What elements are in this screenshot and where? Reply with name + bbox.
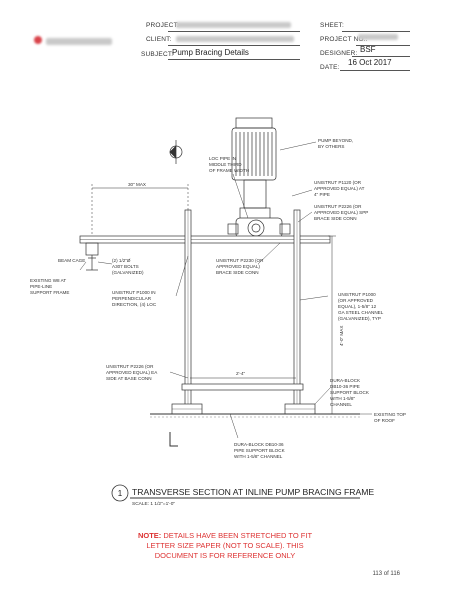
date-label: DATE:: [320, 64, 340, 71]
section-cut-marker: [169, 140, 183, 164]
reference-note-line-2: LETTER SIZE PAPER (NOT TO SCALE). THIS: [146, 541, 304, 550]
reference-note: NOTE: DETAILS HAVE BEEN STRETCHED TO FIT: [0, 531, 450, 541]
dimensions: [91, 184, 336, 415]
callout-beam-cage: BEAM CAGE: [58, 258, 85, 263]
subject-label: SUBJECT:: [141, 51, 174, 58]
upper-beam: [79, 235, 331, 244]
company-logo-text: [46, 38, 112, 45]
callout-height: 4'-0" MAX: [339, 326, 344, 346]
company-logo: [34, 36, 42, 44]
note-label: NOTE:: [137, 531, 162, 540]
pump-body: [227, 217, 291, 239]
base-blocks: [171, 403, 316, 415]
client-value-redacted: [176, 36, 294, 42]
note-line-1: DETAILS HAVE BEEN STRETCHED TO FIT: [163, 531, 313, 540]
lower-crossbar: [181, 383, 304, 391]
reference-note-line-3: DOCUMENT IS FOR REFERENCE ONLY: [154, 551, 296, 560]
designer-label: DESIGNER:: [320, 50, 358, 57]
project-label: PROJECT:: [146, 22, 180, 29]
beam-cage: [85, 242, 99, 271]
page-number: 113 of 116: [372, 571, 400, 577]
date-value: 16 Oct 2017: [348, 58, 392, 67]
callout-width: 2'-4": [236, 371, 246, 376]
project-value-redacted: [176, 22, 291, 28]
section-scale: SCALE: 1 1/2"=1'-0": [132, 501, 175, 507]
section-title: TRANSVERSE SECTION AT INLINE PUMP BRACIN…: [132, 487, 374, 497]
section-marker: [111, 484, 360, 502]
project-no-redacted: [358, 34, 398, 40]
subject-value: Pump Bracing Details: [172, 48, 249, 57]
leader-lines: [79, 141, 372, 439]
callout-30-max: 30" MAX: [128, 182, 146, 187]
project-no-label: PROJECT NO.:: [320, 36, 368, 43]
pump-motor: [231, 117, 277, 223]
section-number: 1: [118, 489, 123, 498]
sheet-label: SHEET:: [320, 22, 344, 29]
designer-value: BSF: [360, 45, 376, 54]
client-label: CLIENT:: [146, 36, 172, 43]
roof-line: [150, 413, 360, 418]
callout-pump: PUMP BEYOND,BY OTHERS: [318, 138, 353, 149]
